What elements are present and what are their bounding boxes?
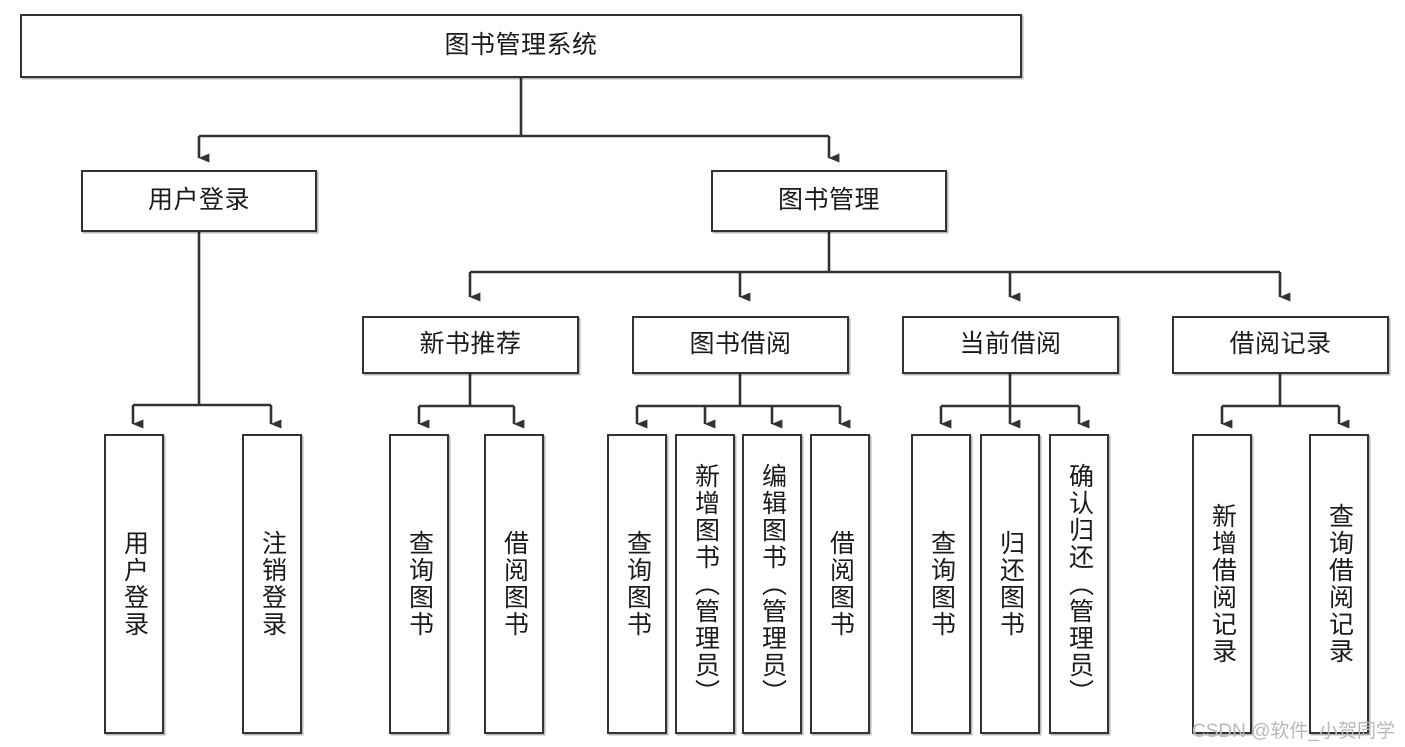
node-borrow-record[interactable]: 借阅记录 [1172,316,1389,374]
node-leaf-borrow-book-1[interactable]: 借阅图书 [484,434,544,734]
node-leaf-return-book-label: 归还图书 [996,530,1025,638]
node-book-borrow[interactable]: 图书借阅 [632,316,849,374]
node-leaf-logout-login[interactable]: 注销登录 [242,434,302,734]
node-leaf-query-book-3-label: 查询图书 [927,530,956,638]
node-leaf-borrow-book-2[interactable]: 借阅图书 [810,434,870,734]
watermark-text: CSDN @软件_小贺同学 [1192,721,1395,742]
node-leaf-add-book[interactable]: 新增图书（管理员） [675,434,735,734]
node-root-label: 图书管理系统 [444,31,598,60]
node-current-borrow-label: 当前借阅 [959,330,1062,359]
node-leaf-add-book-label: 新增图书（管理员） [691,462,720,706]
node-leaf-query-book-3[interactable]: 查询图书 [911,434,971,734]
node-leaf-user-login-label: 用户登录 [120,530,149,638]
node-borrow-record-label: 借阅记录 [1229,330,1332,359]
node-leaf-query-record[interactable]: 查询借阅记录 [1309,434,1369,734]
node-leaf-confirm-return-label: 确认归还（管理员） [1065,462,1094,706]
node-leaf-add-record-label: 新增借阅记录 [1208,503,1237,665]
node-leaf-borrow-book-2-label: 借阅图书 [826,530,855,638]
node-user-login-label: 用户登录 [147,186,250,215]
node-leaf-edit-book[interactable]: 编辑图书（管理员） [742,434,802,734]
node-leaf-logout-login-label: 注销登录 [258,530,287,638]
node-leaf-edit-book-label: 编辑图书（管理员） [758,462,787,706]
node-leaf-confirm-return[interactable]: 确认归还（管理员） [1049,434,1109,734]
node-leaf-query-book-1[interactable]: 查询图书 [389,434,449,734]
node-leaf-return-book[interactable]: 归还图书 [980,434,1040,734]
node-leaf-borrow-book-1-label: 借阅图书 [500,530,529,638]
node-user-login[interactable]: 用户登录 [81,170,317,232]
node-leaf-add-record[interactable]: 新增借阅记录 [1192,434,1252,734]
node-leaf-query-book-2[interactable]: 查询图书 [607,434,667,734]
node-leaf-user-login[interactable]: 用户登录 [104,434,164,734]
node-current-borrow[interactable]: 当前借阅 [902,316,1119,374]
node-book-borrow-label: 图书借阅 [689,330,792,359]
node-book-manage[interactable]: 图书管理 [711,170,947,232]
node-book-manage-label: 图书管理 [777,186,880,215]
node-root[interactable]: 图书管理系统 [20,14,1022,78]
node-leaf-query-record-label: 查询借阅记录 [1325,503,1354,665]
node-new-book-recommend[interactable]: 新书推荐 [362,316,579,374]
node-new-book-recommend-label: 新书推荐 [419,330,522,359]
node-leaf-query-book-2-label: 查询图书 [623,530,652,638]
node-leaf-query-book-1-label: 查询图书 [405,530,434,638]
